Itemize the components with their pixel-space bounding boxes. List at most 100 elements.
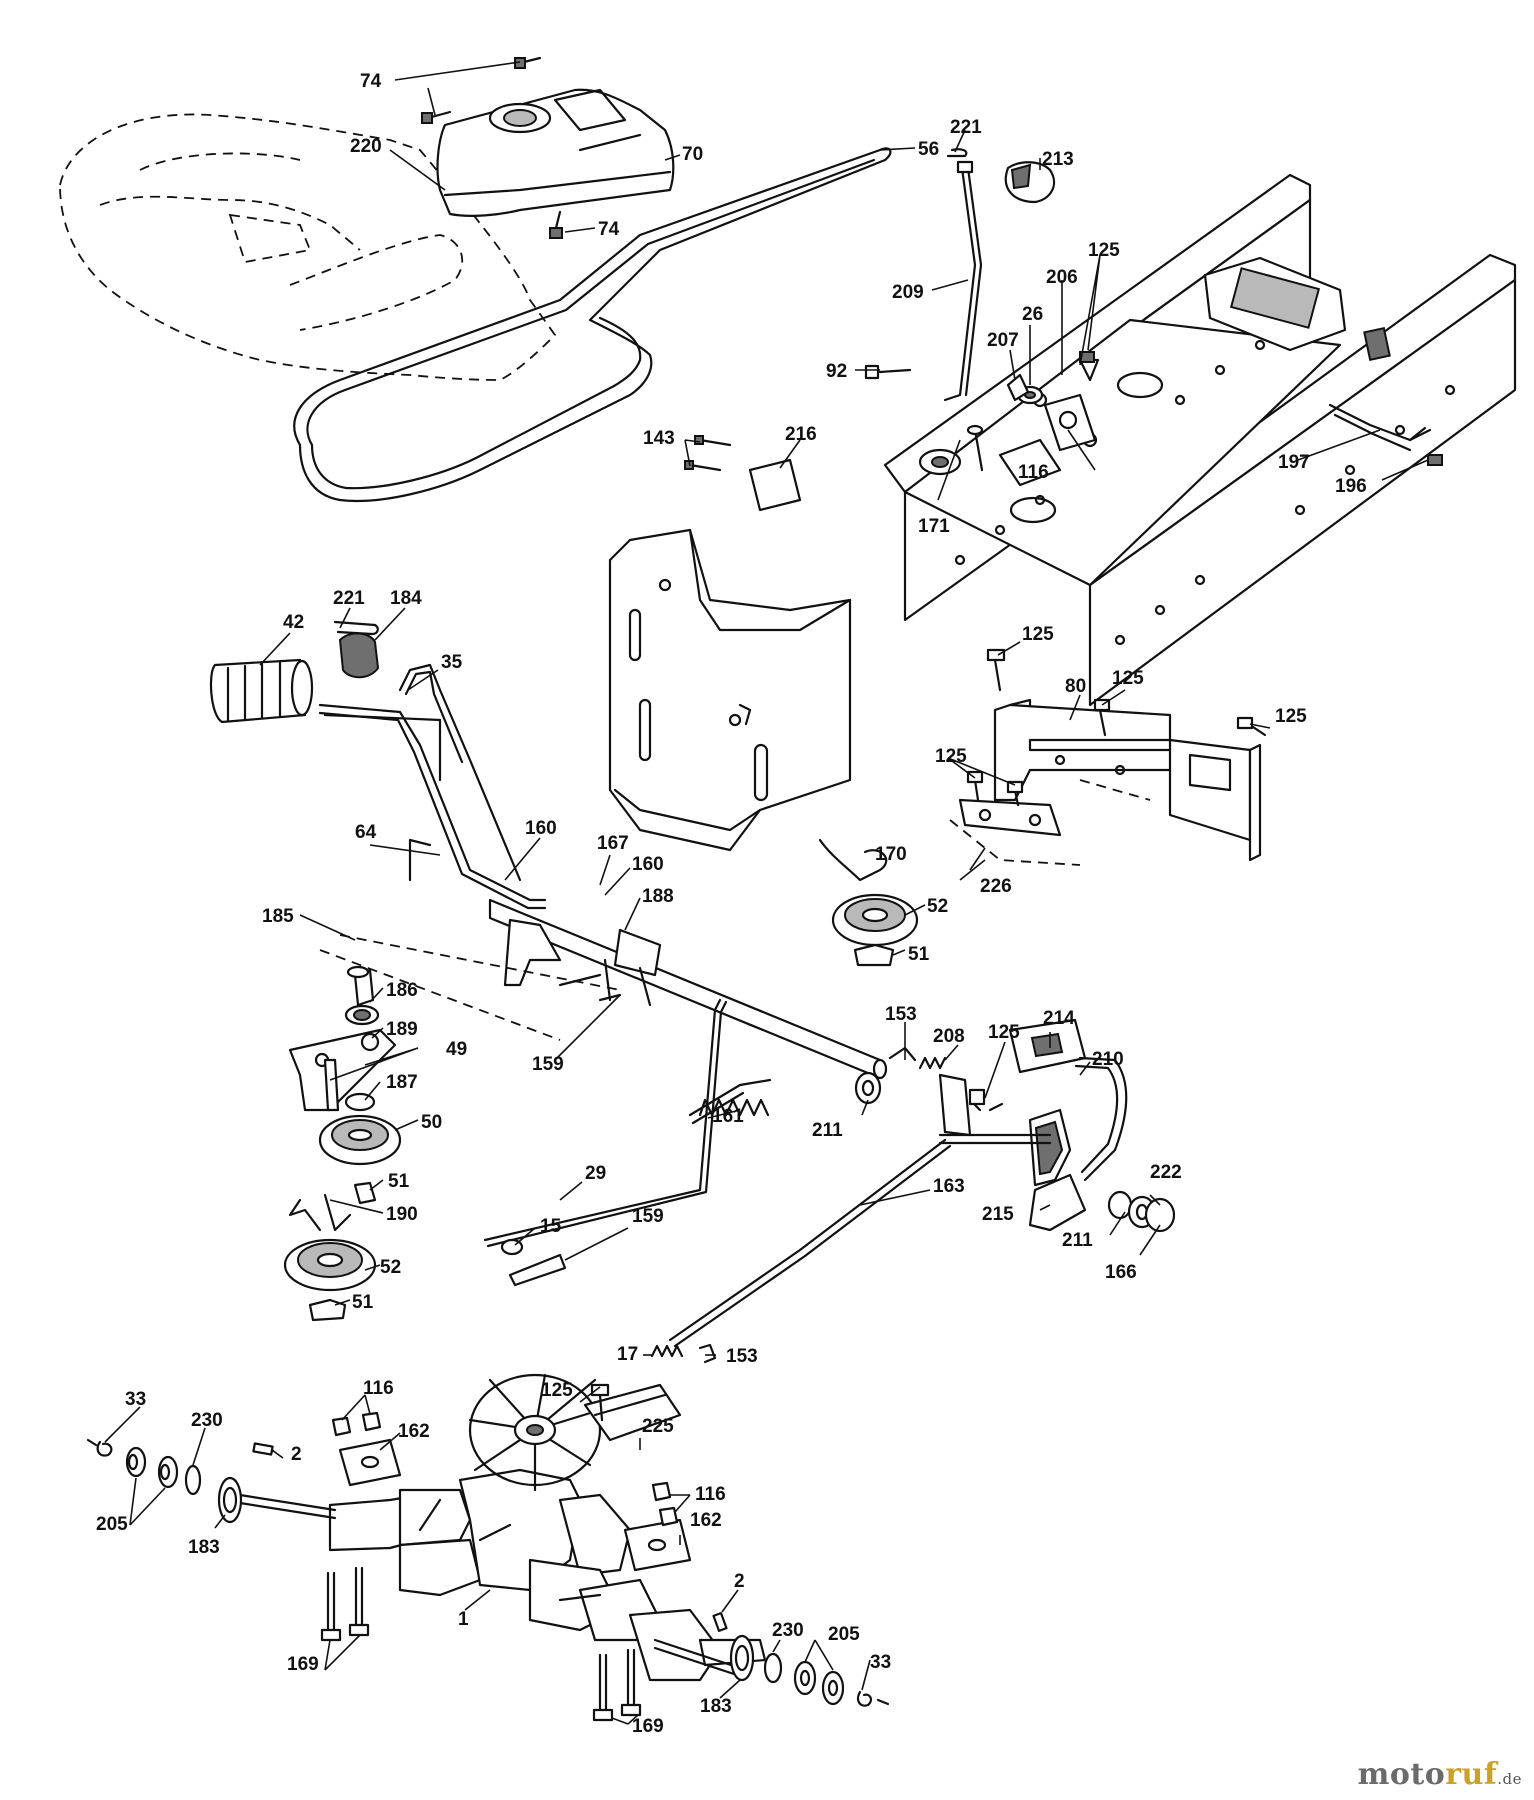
callout-205: 205 — [96, 1514, 128, 1535]
callout-225: 225 — [642, 1416, 674, 1437]
fender-outline — [59, 113, 557, 381]
callout-162: 162 — [398, 1421, 430, 1442]
callout-207: 207 — [987, 330, 1019, 351]
callout-2: 2 — [734, 1571, 745, 1592]
pedal-assembly — [650, 1018, 1176, 1364]
leader-lines — [104, 61, 1429, 1725]
callout-15: 15 — [540, 1216, 562, 1237]
callout-221: 221 — [950, 117, 982, 138]
callout-125: 125 — [1022, 624, 1054, 645]
callout-125: 125 — [541, 1380, 573, 1401]
callout-50: 50 — [421, 1112, 442, 1133]
callout-187: 187 — [386, 1072, 418, 1093]
main-frame — [883, 173, 1517, 707]
callout-125: 125 — [1112, 668, 1144, 689]
callout-183: 183 — [188, 1537, 220, 1558]
callout-159: 159 — [532, 1054, 564, 1075]
callout-2: 2 — [291, 1444, 302, 1465]
callout-171: 171 — [918, 516, 950, 537]
callout-125: 125 — [988, 1022, 1020, 1043]
drive-belt — [293, 147, 892, 503]
callout-184: 184 — [390, 588, 422, 609]
callout-222: 222 — [1150, 1162, 1182, 1183]
callout-163: 163 — [933, 1176, 965, 1197]
callout-206: 206 — [1046, 267, 1078, 288]
callout-33: 33 — [870, 1652, 891, 1673]
lift-lever — [943, 148, 1056, 402]
callout-56: 56 — [918, 139, 939, 160]
callout-49: 49 — [446, 1039, 467, 1060]
callout-17: 17 — [617, 1344, 638, 1365]
callout-116: 116 — [1018, 462, 1049, 483]
watermark-logo: motoruf.de — [1357, 1757, 1522, 1792]
callout-35: 35 — [441, 652, 463, 673]
callout-230: 230 — [772, 1620, 804, 1641]
callout-230: 230 — [191, 1410, 223, 1431]
callout-159: 159 — [632, 1206, 664, 1227]
axles-and-hardware — [86, 1438, 890, 1722]
callout-70: 70 — [682, 144, 703, 165]
callout-205: 205 — [828, 1624, 860, 1645]
callout-labels: 74 220 70 74 56 221 213 125 206 26 209 2… — [96, 71, 1367, 1737]
callout-42: 42 — [283, 612, 304, 633]
callout-196: 196 — [1335, 476, 1367, 497]
callout-211: 211 — [1062, 1230, 1093, 1251]
callout-215: 215 — [982, 1204, 1014, 1225]
callout-74: 74 — [598, 219, 620, 240]
callout-183: 183 — [700, 1696, 732, 1717]
callout-26: 26 — [1022, 304, 1043, 325]
callout-74: 74 — [360, 71, 382, 92]
callout-169: 169 — [632, 1716, 664, 1737]
callout-189: 189 — [386, 1019, 418, 1040]
callout-167: 167 — [597, 833, 629, 854]
callout-226: 226 — [980, 876, 1012, 897]
callout-160: 160 — [525, 818, 557, 839]
callout-188: 188 — [642, 886, 674, 907]
callout-161: 161 — [712, 1106, 744, 1127]
callout-186: 186 — [386, 980, 418, 1001]
callout-213: 213 — [1042, 149, 1074, 170]
pulleys — [283, 838, 919, 1322]
callout-51: 51 — [352, 1292, 374, 1313]
callout-153: 153 — [726, 1346, 758, 1367]
callout-80: 80 — [1065, 676, 1086, 697]
brackets — [684, 351, 1443, 512]
callout-162: 162 — [690, 1510, 722, 1531]
callout-143: 143 — [643, 428, 675, 449]
callout-125: 125 — [1275, 706, 1307, 727]
callout-153: 153 — [885, 1004, 917, 1025]
cross-shaft — [319, 898, 888, 1287]
callout-197: 197 — [1278, 452, 1310, 473]
callout-125: 125 — [1088, 240, 1120, 261]
callout-208: 208 — [933, 1026, 965, 1047]
grip-and-levers — [209, 620, 547, 910]
callout-52: 52 — [927, 896, 948, 917]
callout-211: 211 — [812, 1120, 843, 1141]
callout-220: 220 — [350, 136, 382, 157]
callout-64: 64 — [355, 822, 377, 843]
callout-166: 166 — [1105, 1262, 1137, 1283]
callout-33: 33 — [125, 1389, 146, 1410]
callout-209: 209 — [892, 282, 924, 303]
callout-170: 170 — [875, 844, 907, 865]
dash-console — [421, 56, 675, 239]
callout-1: 1 — [458, 1609, 469, 1630]
bulkhead-plate — [608, 528, 852, 852]
callout-92: 92 — [826, 361, 847, 382]
callout-210: 210 — [1092, 1049, 1124, 1070]
callout-51: 51 — [388, 1171, 410, 1192]
callout-160: 160 — [632, 854, 664, 875]
callout-52: 52 — [380, 1257, 401, 1278]
callout-51: 51 — [908, 944, 930, 965]
callout-125: 125 — [935, 746, 967, 767]
callout-29: 29 — [585, 1163, 606, 1184]
callout-169: 169 — [287, 1654, 319, 1675]
callout-216: 216 — [785, 424, 817, 445]
callout-214: 214 — [1043, 1008, 1075, 1029]
callout-116: 116 — [695, 1484, 726, 1505]
callout-190: 190 — [386, 1204, 418, 1225]
mounting-bracket — [949, 648, 1267, 866]
callout-185: 185 — [262, 906, 294, 927]
callout-116: 116 — [363, 1378, 394, 1399]
